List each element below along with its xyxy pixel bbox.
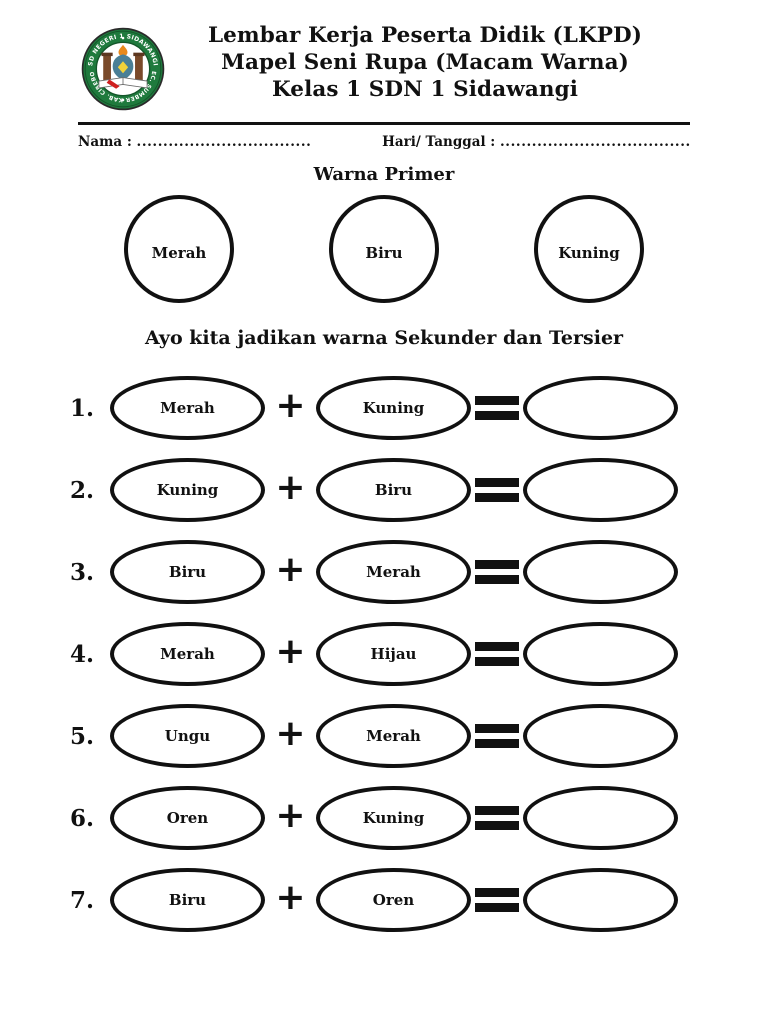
- equals-icon: [471, 478, 523, 502]
- operand-right-label: Hijau: [370, 645, 417, 663]
- document-header: SD NEGERI 1 SIDAWANGI KEC. SUMBER KAB. C…: [0, 0, 768, 112]
- answer-ellipse[interactable]: [523, 704, 678, 768]
- title-line-3: Kelas 1 SDN 1 Sidawangi: [271, 77, 578, 102]
- operand-left-ellipse[interactable]: Merah: [110, 622, 265, 686]
- color-mix-row: 2. Kuning + Biru: [70, 449, 698, 531]
- primary-color-label-3: Kuning: [558, 244, 620, 262]
- operand-right-label: Merah: [366, 563, 421, 581]
- color-mix-row: 3. Biru + Merah: [70, 531, 698, 613]
- color-mix-row: 7. Biru + Oren: [70, 859, 698, 941]
- plus-icon: +: [275, 713, 306, 754]
- answer-ellipse[interactable]: [523, 540, 678, 604]
- row-number: 5.: [70, 722, 95, 750]
- answer-ellipse[interactable]: [523, 376, 678, 440]
- operand-left-label: Oren: [166, 809, 209, 827]
- answer-ellipse[interactable]: [523, 458, 678, 522]
- school-emblem-icon: SD NEGERI 1 SIDAWANGI KEC. SUMBER KAB. C…: [80, 26, 166, 112]
- plus-icon: +: [275, 385, 306, 426]
- operand-right-label: Oren: [372, 891, 415, 909]
- operand-right-ellipse[interactable]: Hijau: [316, 622, 471, 686]
- mixing-instruction-heading: Ayo kita jadikan warna Sekunder dan Ters…: [144, 327, 624, 349]
- operand-left-ellipse[interactable]: Merah: [110, 376, 265, 440]
- row-number: 4.: [70, 640, 95, 668]
- equals-icon: [471, 888, 523, 912]
- header-divider: [78, 122, 690, 125]
- operand-right-ellipse[interactable]: Kuning: [316, 786, 471, 850]
- color-mix-row: 1. Merah + Kuning: [70, 367, 698, 449]
- color-mix-row: 6. Oren + Kuning: [70, 777, 698, 859]
- operand-left-label: Kuning: [156, 481, 219, 499]
- plus-icon: +: [275, 467, 306, 508]
- primary-colors-row: Merah Biru Kuning: [0, 185, 768, 303]
- student-info-row: Nama : .................................…: [0, 125, 768, 150]
- plus-icon: +: [275, 549, 306, 590]
- primary-color-circle-3[interactable]: Kuning: [534, 195, 644, 303]
- primary-color-circle-1[interactable]: Merah: [124, 195, 234, 303]
- row-number: 7.: [70, 886, 95, 914]
- operand-right-ellipse[interactable]: Biru: [316, 458, 471, 522]
- row-number: 6.: [70, 804, 95, 832]
- name-label: Nama :: [78, 134, 132, 150]
- color-mix-row: 5. Ungu + Merah: [70, 695, 698, 777]
- school-emblem-svg: SD NEGERI 1 SIDAWANGI KEC. SUMBER KAB. C…: [80, 26, 165, 111]
- operand-left-ellipse[interactable]: Biru: [110, 540, 265, 604]
- primary-colors-heading: Warna Primer: [313, 164, 455, 185]
- operand-right-ellipse[interactable]: Merah: [316, 704, 471, 768]
- date-input[interactable]: ........................................…: [500, 134, 690, 150]
- row-number: 2.: [70, 476, 95, 504]
- plus-icon: +: [275, 795, 306, 836]
- page-title: Lembar Kerja Peserta Didik (LKPD) Mapel …: [166, 22, 690, 103]
- primary-color-label-2: Biru: [365, 244, 403, 262]
- date-label: Hari/ Tanggal :: [382, 134, 496, 150]
- color-mix-row: 4. Merah + Hijau: [70, 613, 698, 695]
- equals-icon: [471, 642, 523, 666]
- operand-right-label: Biru: [374, 481, 413, 499]
- operand-left-label: Ungu: [164, 727, 211, 745]
- operand-left-label: Biru: [168, 563, 207, 581]
- operand-right-label: Merah: [366, 727, 421, 745]
- operand-left-label: Biru: [168, 891, 207, 909]
- operand-right-ellipse[interactable]: Kuning: [316, 376, 471, 440]
- operand-right-ellipse[interactable]: Oren: [316, 868, 471, 932]
- name-input[interactable]: ........................................: [136, 134, 312, 150]
- operand-left-label: Merah: [160, 399, 215, 417]
- primary-color-circle-2[interactable]: Biru: [329, 195, 439, 303]
- answer-ellipse[interactable]: [523, 786, 678, 850]
- operand-left-ellipse[interactable]: Biru: [110, 868, 265, 932]
- equals-icon: [471, 806, 523, 830]
- row-number: 1.: [70, 394, 95, 422]
- operand-left-label: Merah: [160, 645, 215, 663]
- primary-color-label-1: Merah: [151, 244, 207, 262]
- operand-right-label: Kuning: [362, 399, 425, 417]
- title-line-2: Mapel Seni Rupa (Macam Warna): [221, 50, 629, 75]
- equals-icon: [471, 396, 523, 420]
- title-line-1: Lembar Kerja Peserta Didik (LKPD): [207, 23, 643, 48]
- equals-icon: [471, 724, 523, 748]
- date-field[interactable]: Hari/ Tanggal : ........................…: [382, 134, 690, 150]
- operand-right-label: Kuning: [362, 809, 425, 827]
- plus-icon: +: [275, 877, 306, 918]
- plus-icon: +: [275, 631, 306, 672]
- operand-left-ellipse[interactable]: Ungu: [110, 704, 265, 768]
- name-field[interactable]: Nama : .................................…: [78, 134, 382, 150]
- row-number: 3.: [70, 558, 95, 586]
- equals-icon: [471, 560, 523, 584]
- color-mix-list: 1. Merah + Kuning 2. Kuning + Biru 3. Bi…: [0, 367, 768, 941]
- operand-right-ellipse[interactable]: Merah: [316, 540, 471, 604]
- operand-left-ellipse[interactable]: Oren: [110, 786, 265, 850]
- answer-ellipse[interactable]: [523, 868, 678, 932]
- operand-left-ellipse[interactable]: Kuning: [110, 458, 265, 522]
- answer-ellipse[interactable]: [523, 622, 678, 686]
